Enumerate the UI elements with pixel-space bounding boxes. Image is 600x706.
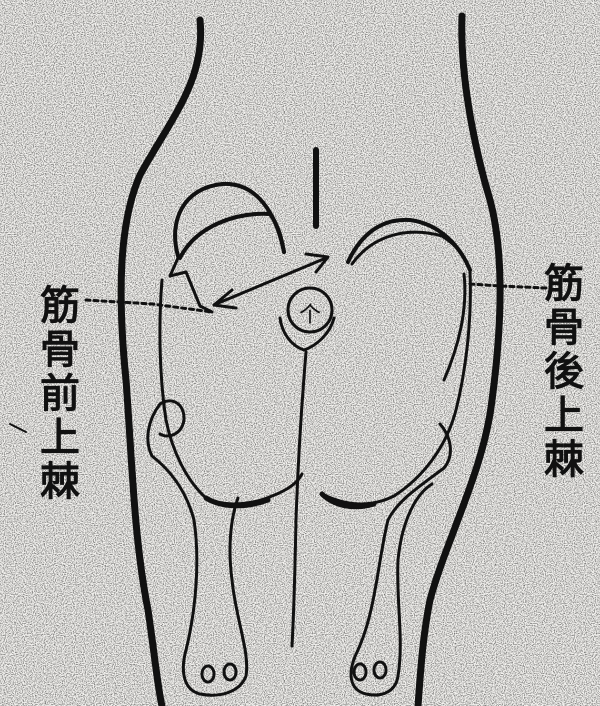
label-anterior-superior-iliac-spine: 筋骨前上棘: [36, 284, 76, 504]
sacral-mark: 个: [296, 297, 324, 329]
label-posterior-superior-iliac-spine: 筋骨後上棘: [540, 262, 580, 482]
